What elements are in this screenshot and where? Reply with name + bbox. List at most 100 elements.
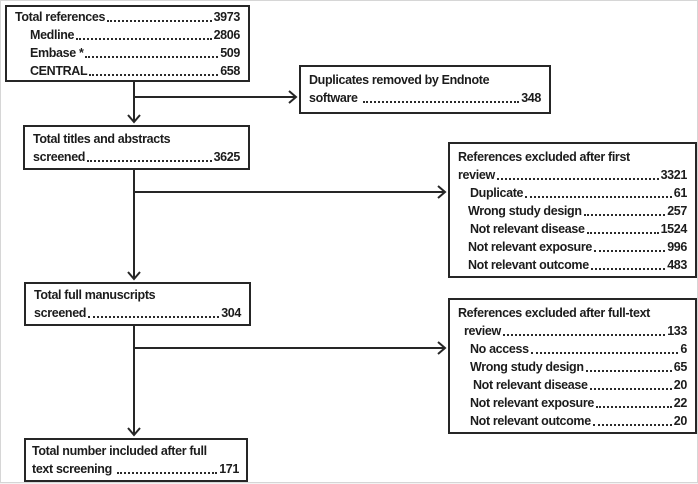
line-label: Embase *	[30, 46, 84, 60]
arrow-screened-to-manuscripts	[127, 170, 141, 281]
arrow-references-to-screened	[127, 82, 141, 124]
line-value: 1524	[660, 222, 688, 236]
line-value: 20	[673, 414, 688, 428]
box-total-references: Total references 3973 Medline 2806 Embas…	[5, 5, 250, 82]
flow-line: References excluded after full-text	[458, 304, 687, 322]
line-value: 483	[667, 258, 687, 272]
flow-line: Not relevant disease 20	[458, 376, 687, 394]
flow-line: Not relevant outcome 20	[458, 412, 687, 430]
line-label: Total references	[15, 10, 106, 24]
line-label: Total number included after full	[32, 444, 207, 458]
line-label: Not relevant disease	[473, 378, 588, 392]
line-label: Duplicates removed by Endnote	[309, 73, 490, 87]
line-value: 658	[220, 64, 240, 78]
line-value: 3321	[660, 168, 688, 182]
dot-leader	[525, 196, 672, 198]
arrow-references-to-duplicates	[134, 90, 298, 104]
box-included-after-fulltext: Total number included after full text sc…	[24, 438, 248, 482]
flow-line: Duplicates removed by Endnote	[309, 71, 541, 89]
dot-leader	[585, 370, 672, 372]
dot-leader	[595, 406, 672, 408]
line-value: 22	[673, 396, 688, 410]
line-label: software	[309, 91, 361, 105]
box-excluded-fulltext-review: References excluded after full-text revi…	[448, 298, 697, 434]
line-label: Not relevant outcome	[468, 258, 589, 272]
flow-line: Total references 3973	[15, 8, 240, 26]
line-label: screened	[34, 306, 87, 320]
flow-line: Not relevant disease 1524	[458, 220, 687, 238]
flow-line: review 3321	[458, 166, 687, 184]
line-value: 65	[673, 360, 688, 374]
dot-leader	[496, 178, 659, 180]
line-value: 304	[221, 306, 241, 320]
line-label: Not relevant disease	[470, 222, 585, 236]
flow-line: Wrong study design 257	[458, 202, 687, 220]
flow-line: No access 6	[458, 340, 687, 358]
line-label: Total full manuscripts	[34, 288, 156, 302]
line-label: Total titles and abstracts	[33, 132, 171, 146]
line-label: CENTRAL	[30, 64, 88, 78]
dot-leader	[88, 316, 220, 318]
line-label: Not relevant exposure	[470, 396, 594, 410]
line-value: 2806	[213, 28, 241, 42]
flow-line: References excluded after first	[458, 148, 687, 166]
dot-leader	[89, 74, 219, 76]
line-value: 509	[220, 46, 240, 60]
arrow-manuscripts-to-included	[127, 326, 141, 437]
line-label: References excluded after full-text	[458, 306, 650, 320]
line-value: 133	[667, 324, 687, 338]
box-titles-abstracts-screened: Total titles and abstracts screened 3625	[23, 125, 250, 170]
flow-line: Total full manuscripts	[34, 286, 241, 304]
flow-line: Total number included after full	[32, 442, 239, 460]
flow-line: Total titles and abstracts	[33, 130, 240, 148]
line-value: 171	[219, 462, 239, 476]
flow-line: text screening 171	[32, 460, 239, 478]
line-value: 6	[680, 342, 687, 356]
dot-leader	[589, 388, 672, 390]
dot-leader	[530, 352, 679, 354]
flow-line: review 133	[458, 322, 687, 340]
line-label: References excluded after first	[458, 150, 630, 164]
flow-line: Duplicate 61	[458, 184, 687, 202]
line-value: 3625	[213, 150, 241, 164]
flow-line: software 348	[309, 89, 541, 107]
flow-line: Not relevant exposure 996	[458, 238, 687, 256]
line-value: 3973	[213, 10, 241, 24]
line-label: screened	[33, 150, 86, 164]
line-label: review	[458, 168, 495, 182]
flow-line: Not relevant exposure 22	[458, 394, 687, 412]
dot-leader	[590, 268, 666, 270]
line-label: review	[464, 324, 501, 338]
flow-line: Medline 2806	[15, 26, 240, 44]
line-value: 348	[521, 91, 541, 105]
flow-line: screened 3625	[33, 148, 240, 166]
line-value: 61	[673, 186, 688, 200]
line-label: Wrong study design	[468, 204, 582, 218]
dot-leader	[592, 424, 672, 426]
line-label: Medline	[30, 28, 75, 42]
box-full-manuscripts-screened: Total full manuscripts screened 304	[24, 282, 251, 326]
dot-leader	[502, 334, 666, 336]
dot-leader	[362, 101, 520, 103]
flow-line: Embase * 509	[15, 44, 240, 62]
dot-leader	[85, 56, 219, 58]
line-label: No access	[470, 342, 529, 356]
dot-leader	[87, 160, 212, 162]
dot-leader	[586, 232, 659, 234]
dot-leader	[583, 214, 666, 216]
arrow-manuscripts-to-excluded-fulltext	[134, 341, 447, 355]
line-label: Duplicate	[470, 186, 524, 200]
flow-line: screened 304	[34, 304, 241, 322]
flow-line: Not relevant outcome 483	[458, 256, 687, 274]
line-label: Wrong study design	[470, 360, 584, 374]
dot-leader	[76, 38, 212, 40]
line-label: text screening	[32, 462, 115, 476]
dot-leader	[593, 250, 666, 252]
flow-line: Wrong study design 65	[458, 358, 687, 376]
flow-line: CENTRAL 658	[15, 62, 240, 80]
dot-leader	[116, 472, 218, 474]
arrow-screened-to-excluded-first	[134, 185, 447, 199]
line-label: Not relevant outcome	[470, 414, 591, 428]
